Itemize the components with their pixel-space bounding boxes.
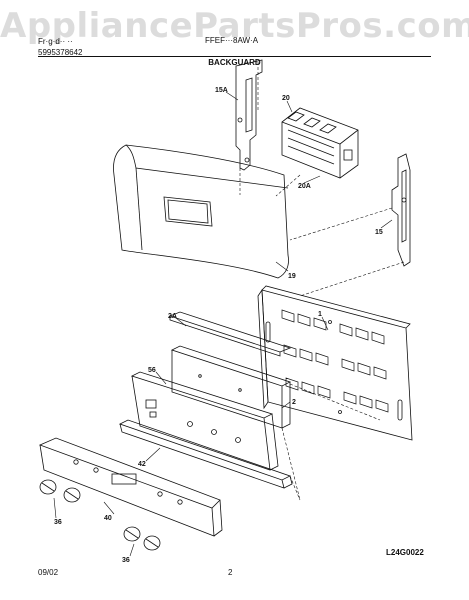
header-rule [38, 56, 431, 57]
part-36-knobs-right [123, 526, 161, 551]
callout-40: 40 [104, 515, 112, 522]
footer-date: 09/02 [38, 568, 59, 577]
brand-text: Fr·g·d·· ·· [38, 37, 73, 46]
callout-20: 20 [282, 95, 290, 102]
callout-20a: 20A [298, 183, 311, 190]
callout-2: 2 [292, 399, 296, 406]
part-15a-side-bracket [235, 59, 263, 171]
watermark: AppliancePartsPros.com [0, 6, 469, 46]
callout-2a: 2A [168, 313, 177, 320]
callout-1: 1 [318, 311, 322, 318]
part-42-trim-channel [118, 419, 293, 489]
callout-36-left: 36 [54, 519, 62, 526]
header-left: Fr·g·d·· ·· 5995378642 [38, 36, 83, 58]
model-number: FFEF···8AW·A [205, 36, 259, 45]
footer-page: 2 [228, 568, 233, 577]
section-title: BACKGUARD [208, 58, 261, 67]
assembly-guide-lines [239, 60, 405, 297]
callout-36-right: 36 [122, 557, 130, 564]
part-20-control-board [281, 107, 359, 179]
callout-leaders [53, 91, 393, 557]
part-40-control-panel [38, 437, 223, 537]
callout-15: 15 [375, 229, 383, 236]
part-15-side-bracket [391, 153, 411, 267]
lower-guide-lines [281, 383, 381, 501]
part-2-inner-panel [170, 345, 292, 429]
callout-56: 56 [148, 367, 156, 374]
part-2a-top-strip [168, 311, 292, 357]
part-36-knobs-left [39, 479, 81, 503]
part-19-backguard-panel [113, 144, 289, 279]
part-1-rear-panel [257, 285, 413, 441]
callout-19: 19 [288, 273, 296, 280]
callout-15a: 15A [215, 87, 228, 94]
callout-42: 42 [138, 461, 146, 468]
footer-diagram-code: L24G0022 [386, 548, 424, 557]
publication-number: 5995378642 [38, 48, 83, 57]
part-56-control-mount [130, 371, 279, 471]
